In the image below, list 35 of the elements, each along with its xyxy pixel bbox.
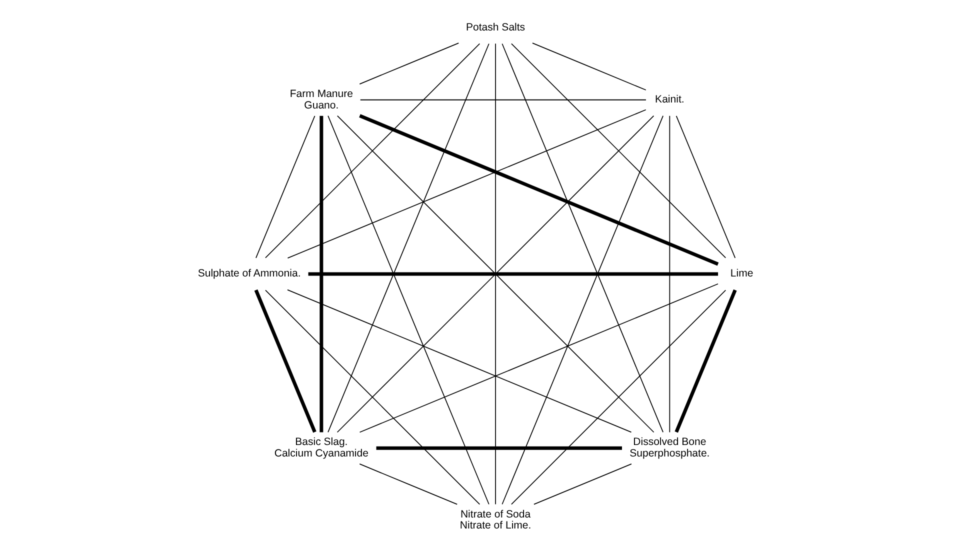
connector (674, 289, 736, 433)
connector (532, 42, 646, 90)
connector (254, 289, 316, 433)
connector (286, 289, 632, 433)
connector (501, 43, 663, 433)
node-text: Kainit. (654, 94, 684, 106)
connector (359, 99, 646, 100)
connector (264, 290, 480, 505)
connector (675, 115, 736, 258)
node-text: Lime (730, 268, 753, 280)
connector (327, 115, 489, 505)
connector (668, 115, 670, 433)
connector (319, 116, 323, 432)
connector (494, 43, 496, 505)
connector (358, 114, 718, 266)
connector (358, 283, 718, 433)
connector (286, 109, 646, 259)
connector (376, 446, 622, 450)
node-text: Dissolved Bone Superphosphate. (629, 436, 710, 460)
connector (255, 115, 315, 258)
connector (358, 42, 459, 84)
connector (358, 464, 458, 505)
connector (308, 272, 718, 276)
connector (327, 43, 489, 433)
connector (510, 290, 726, 505)
node-text: Sulphate of Ammonia. (197, 268, 300, 280)
connector (533, 464, 632, 505)
connector (510, 43, 726, 258)
connector (264, 43, 480, 258)
connector (501, 115, 663, 505)
node-text: Farm Manure Guano. (289, 88, 352, 112)
node-text: Basic Slag. Calcium Cyanamide (274, 436, 368, 460)
node-text: Potash Salts (466, 21, 525, 34)
connector (336, 115, 654, 433)
node-text: Nitrate of Soda Nitrate of Lime. (459, 508, 531, 532)
